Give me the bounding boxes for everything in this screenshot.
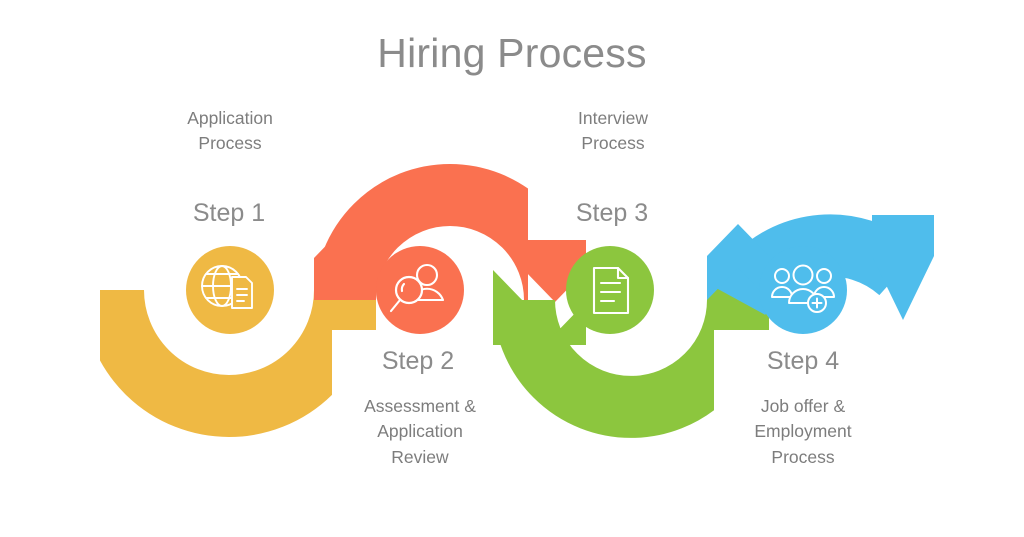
step-2-description-line: Review: [391, 446, 449, 467]
step-4-circle[interactable]: [759, 246, 847, 334]
step-1-circle[interactable]: [186, 246, 274, 334]
step-4-label: Step 4: [766, 347, 840, 375]
step-2-description-line: Assessment &: [364, 396, 476, 416]
step-1-description: Application Process: [120, 106, 340, 157]
step-4-description: Job offer & Employment Process: [693, 394, 913, 470]
step-3-label: Step 3: [575, 199, 649, 227]
step-1-label: Step 1: [192, 199, 266, 227]
step-3-circle[interactable]: [566, 246, 654, 334]
document-icon: [592, 266, 630, 315]
step-4-description-line: Process: [771, 446, 835, 467]
step-2-label: Step 2: [381, 347, 455, 375]
step-3-description: Interview Process: [503, 106, 723, 157]
page-title: Hiring Process: [377, 30, 647, 76]
step-4-description-line: Employment: [754, 421, 852, 442]
step-2-description: Assessment & Application Review: [310, 394, 530, 470]
step-3-description-line: Process: [581, 133, 645, 154]
step-2-circle[interactable]: [376, 246, 464, 334]
step-4-description-line: Job offer &: [760, 396, 846, 416]
step-1-description-line: Process: [198, 133, 262, 154]
step-3-description-line: Interview: [577, 108, 649, 128]
globe-document-icon: [201, 265, 253, 309]
magnifier-person-icon: [389, 263, 445, 313]
step-2-description-line: Application: [377, 421, 463, 442]
step-1-description-line: Application: [187, 108, 273, 128]
ribbon-segment-step2: [314, 164, 586, 302]
add-people-icon: [771, 264, 835, 313]
